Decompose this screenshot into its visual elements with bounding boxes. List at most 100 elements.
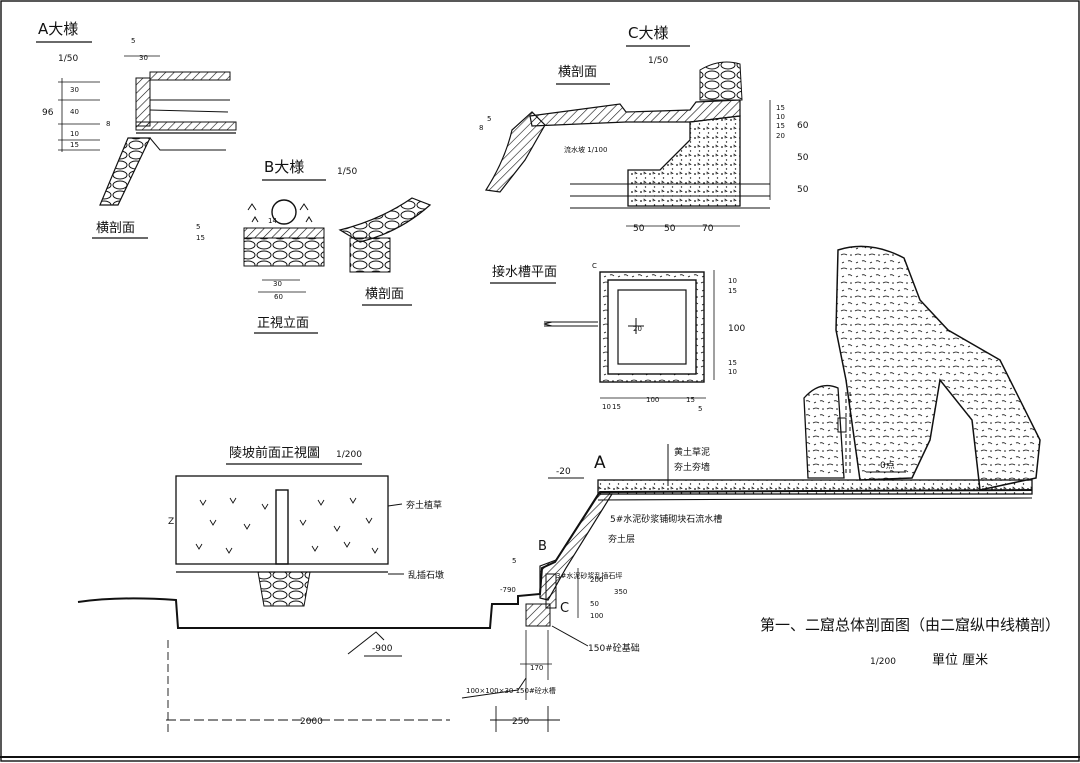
detail-c: C大様 1/50 横剖面 流水坡 1/100 8 5 15 10 15 20 6…: [479, 24, 809, 234]
front-view-scale: 1/200: [336, 450, 362, 460]
front-view-stone-pile: [257, 571, 311, 607]
detail-c-concrete: [627, 115, 741, 207]
dim-250: 250: [512, 717, 529, 727]
detail-a-dim-10: 10: [70, 130, 79, 138]
detail-c-dim-b50b: 50: [664, 224, 676, 234]
detail-b-title: B大様: [264, 158, 304, 176]
detail-c-dim-b50a: 50: [633, 224, 645, 234]
front-view-title: 陵坡前面正視圖: [229, 445, 320, 461]
detail-c-scale: 1/50: [648, 56, 668, 66]
base-callout: 150#砼基础: [588, 642, 640, 654]
level-step: -790: [500, 586, 516, 594]
stair-block: [545, 573, 557, 609]
detail-b-drain-opening: [271, 199, 297, 225]
detail-a-dim-30: 30: [70, 86, 79, 94]
drain-plan-b15b: 15: [686, 396, 695, 404]
detail-a-dim-96: 96: [42, 108, 54, 118]
channel-callout: 100×100×30 150#砼水槽: [466, 686, 556, 695]
svg-text:Z: Z: [168, 517, 174, 527]
label-b: B: [538, 539, 547, 554]
detail-c-title: C大様: [628, 24, 668, 42]
main-section: 0点 A -20 黄土草泥 夯土夯墙 5#水泥砂浆铺砌块石流水槽 夯土层 B 5…: [77, 245, 1041, 734]
detail-a-cap: [149, 71, 231, 81]
detail-a-dim-8: 8: [106, 120, 110, 128]
detail-c-dim-r50b: 50: [797, 185, 809, 195]
detail-b-dim-30: 30: [273, 280, 282, 288]
drain-plan-r10a: 10: [728, 277, 737, 285]
front-view-label-stone: 乱插石墩: [408, 569, 444, 581]
main-scale: 1/200: [870, 657, 896, 667]
detail-b-dim-5: 5: [196, 223, 200, 231]
drain-plan-r15a: 15: [728, 287, 737, 295]
detail-a-dim-15: 15: [70, 141, 79, 149]
drain-plan: 接水槽平面 20 C 10 15 100 15 10 10 15 100 15 …: [490, 262, 745, 413]
front-view-slope-panel: [175, 475, 389, 565]
detail-b: B大様 1/50 5 15 14 30 60 正視立面 横剖面: [196, 158, 432, 334]
detail-b-section-slope: [338, 197, 432, 243]
drain-plan-b100: 100: [646, 396, 659, 404]
detail-b-scale: 1/50: [337, 167, 357, 177]
detail-c-left-terrain: [484, 111, 546, 193]
dim-50: 50: [590, 600, 599, 608]
drain-plan-r100: 100: [728, 324, 745, 334]
detail-c-section-label: 横剖面: [558, 65, 597, 80]
top-callout-1: 黄土草泥: [674, 446, 710, 458]
detail-c-dim-r60: 60: [797, 121, 809, 131]
detail-a-dim-30-top: 30: [139, 54, 148, 62]
detail-a: A大様 1/50 5 30 30 96 40 8 10 15 横剖面: [36, 20, 237, 239]
cave-rock-left: [803, 384, 845, 479]
detail-b-dim-60: 60: [274, 293, 283, 301]
level-zero: 0点: [880, 460, 895, 471]
detail-b-elevation-label: 正視立面: [257, 316, 309, 331]
main-title: 第一、二窟总体剖面图（由二窟纵中线横剖）: [760, 616, 1060, 634]
base-block: [525, 603, 551, 627]
step-label: 3#水泥砂浆乱插石坪: [556, 571, 622, 580]
dim-2000: 2000: [300, 717, 323, 727]
detail-c-dim-r50a: 50: [797, 153, 809, 163]
drain-plan-basin: [617, 289, 687, 365]
drain-plan-b15a: 15: [612, 403, 621, 411]
detail-b-dim-14: 14: [268, 217, 277, 225]
drain-plan-b5: 5: [698, 405, 702, 413]
detail-b-section-label: 横剖面: [365, 287, 404, 302]
detail-c-drain-label: 流水坡 1/100: [564, 145, 607, 154]
level-top: -20: [556, 467, 571, 477]
detail-c-dim-left-5: 5: [487, 115, 491, 123]
cave-rock-mass: [835, 245, 1041, 491]
drain-plan-inlet-arrow: [543, 321, 598, 327]
detail-b-elevation-stones: [243, 237, 325, 267]
label-a: A: [594, 453, 606, 473]
detail-a-slope: [99, 137, 151, 206]
detail-c-dim-r10: 10: [776, 113, 785, 121]
main-unit: 單位 厘米: [932, 653, 988, 668]
front-view-grass: [195, 497, 379, 554]
drain-plan-b10: 10: [602, 403, 611, 411]
fill-callout: 夯土层: [608, 533, 635, 545]
detail-c-dim-b70: 70: [702, 224, 714, 234]
detail-c-dim-r15a: 15: [776, 104, 785, 112]
drain-plan-r15b: 15: [728, 359, 737, 367]
detail-a-section-label: 横剖面: [96, 221, 135, 236]
dim-200: 200: [590, 576, 603, 584]
detail-c-dim-r20: 20: [776, 132, 785, 140]
detail-a-slab: [135, 121, 237, 131]
detail-c-rock-top: [699, 61, 743, 101]
detail-c-dim-r15b: 15: [776, 122, 785, 130]
drain-plan-corner-label: C: [592, 262, 597, 270]
top-terrace: [597, 479, 1033, 495]
front-view: 陵坡前面正視圖 1/200 夯土植草 乱插石墩 Z: [168, 445, 444, 607]
detail-a-dim-40: 40: [70, 108, 79, 116]
step-dim: 5: [512, 557, 516, 565]
detail-b-elevation-cap: [243, 227, 325, 239]
drain-plan-r10b: 10: [728, 368, 737, 376]
detail-a-scale: 1/50: [58, 54, 78, 64]
front-view-center-channel: [275, 489, 289, 565]
detail-a-dim-5: 5: [131, 37, 135, 45]
drain-plan-center-dim: 20: [633, 325, 642, 333]
detail-b-dim-15: 15: [196, 234, 205, 242]
main-title-block: 第一、二窟总体剖面图（由二窟纵中线横剖） 1/200 單位 厘米: [760, 616, 1060, 668]
detail-c-dim-left-8: 8: [479, 124, 483, 132]
label-c: C: [560, 601, 569, 616]
